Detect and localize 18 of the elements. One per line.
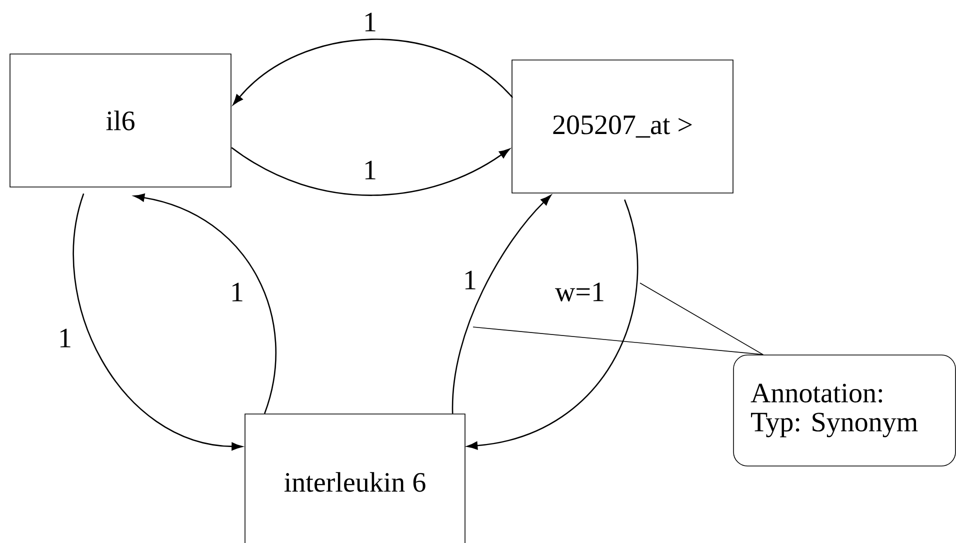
arrow	[232, 38, 514, 106]
edge-label: 1	[462, 270, 478, 290]
edge-label: 1	[362, 12, 378, 32]
leader-line	[640, 282, 764, 355]
process-box: interleukin 6	[244, 414, 466, 543]
arrow	[452, 194, 552, 414]
arrow	[231, 147, 510, 196]
arrow	[134, 194, 276, 414]
process-box: 205207_at >	[512, 60, 734, 194]
edge-label: 1	[229, 282, 245, 302]
edge-label: 1	[57, 328, 73, 348]
leader-line	[472, 326, 764, 355]
edge-label: w=1	[554, 282, 606, 302]
arrow	[72, 193, 242, 450]
annotation-box: Annotation: Typ: Synonym	[733, 354, 956, 466]
arrow	[466, 199, 638, 450]
edge-label: 1	[362, 160, 378, 180]
process-box: il6	[10, 54, 232, 188]
